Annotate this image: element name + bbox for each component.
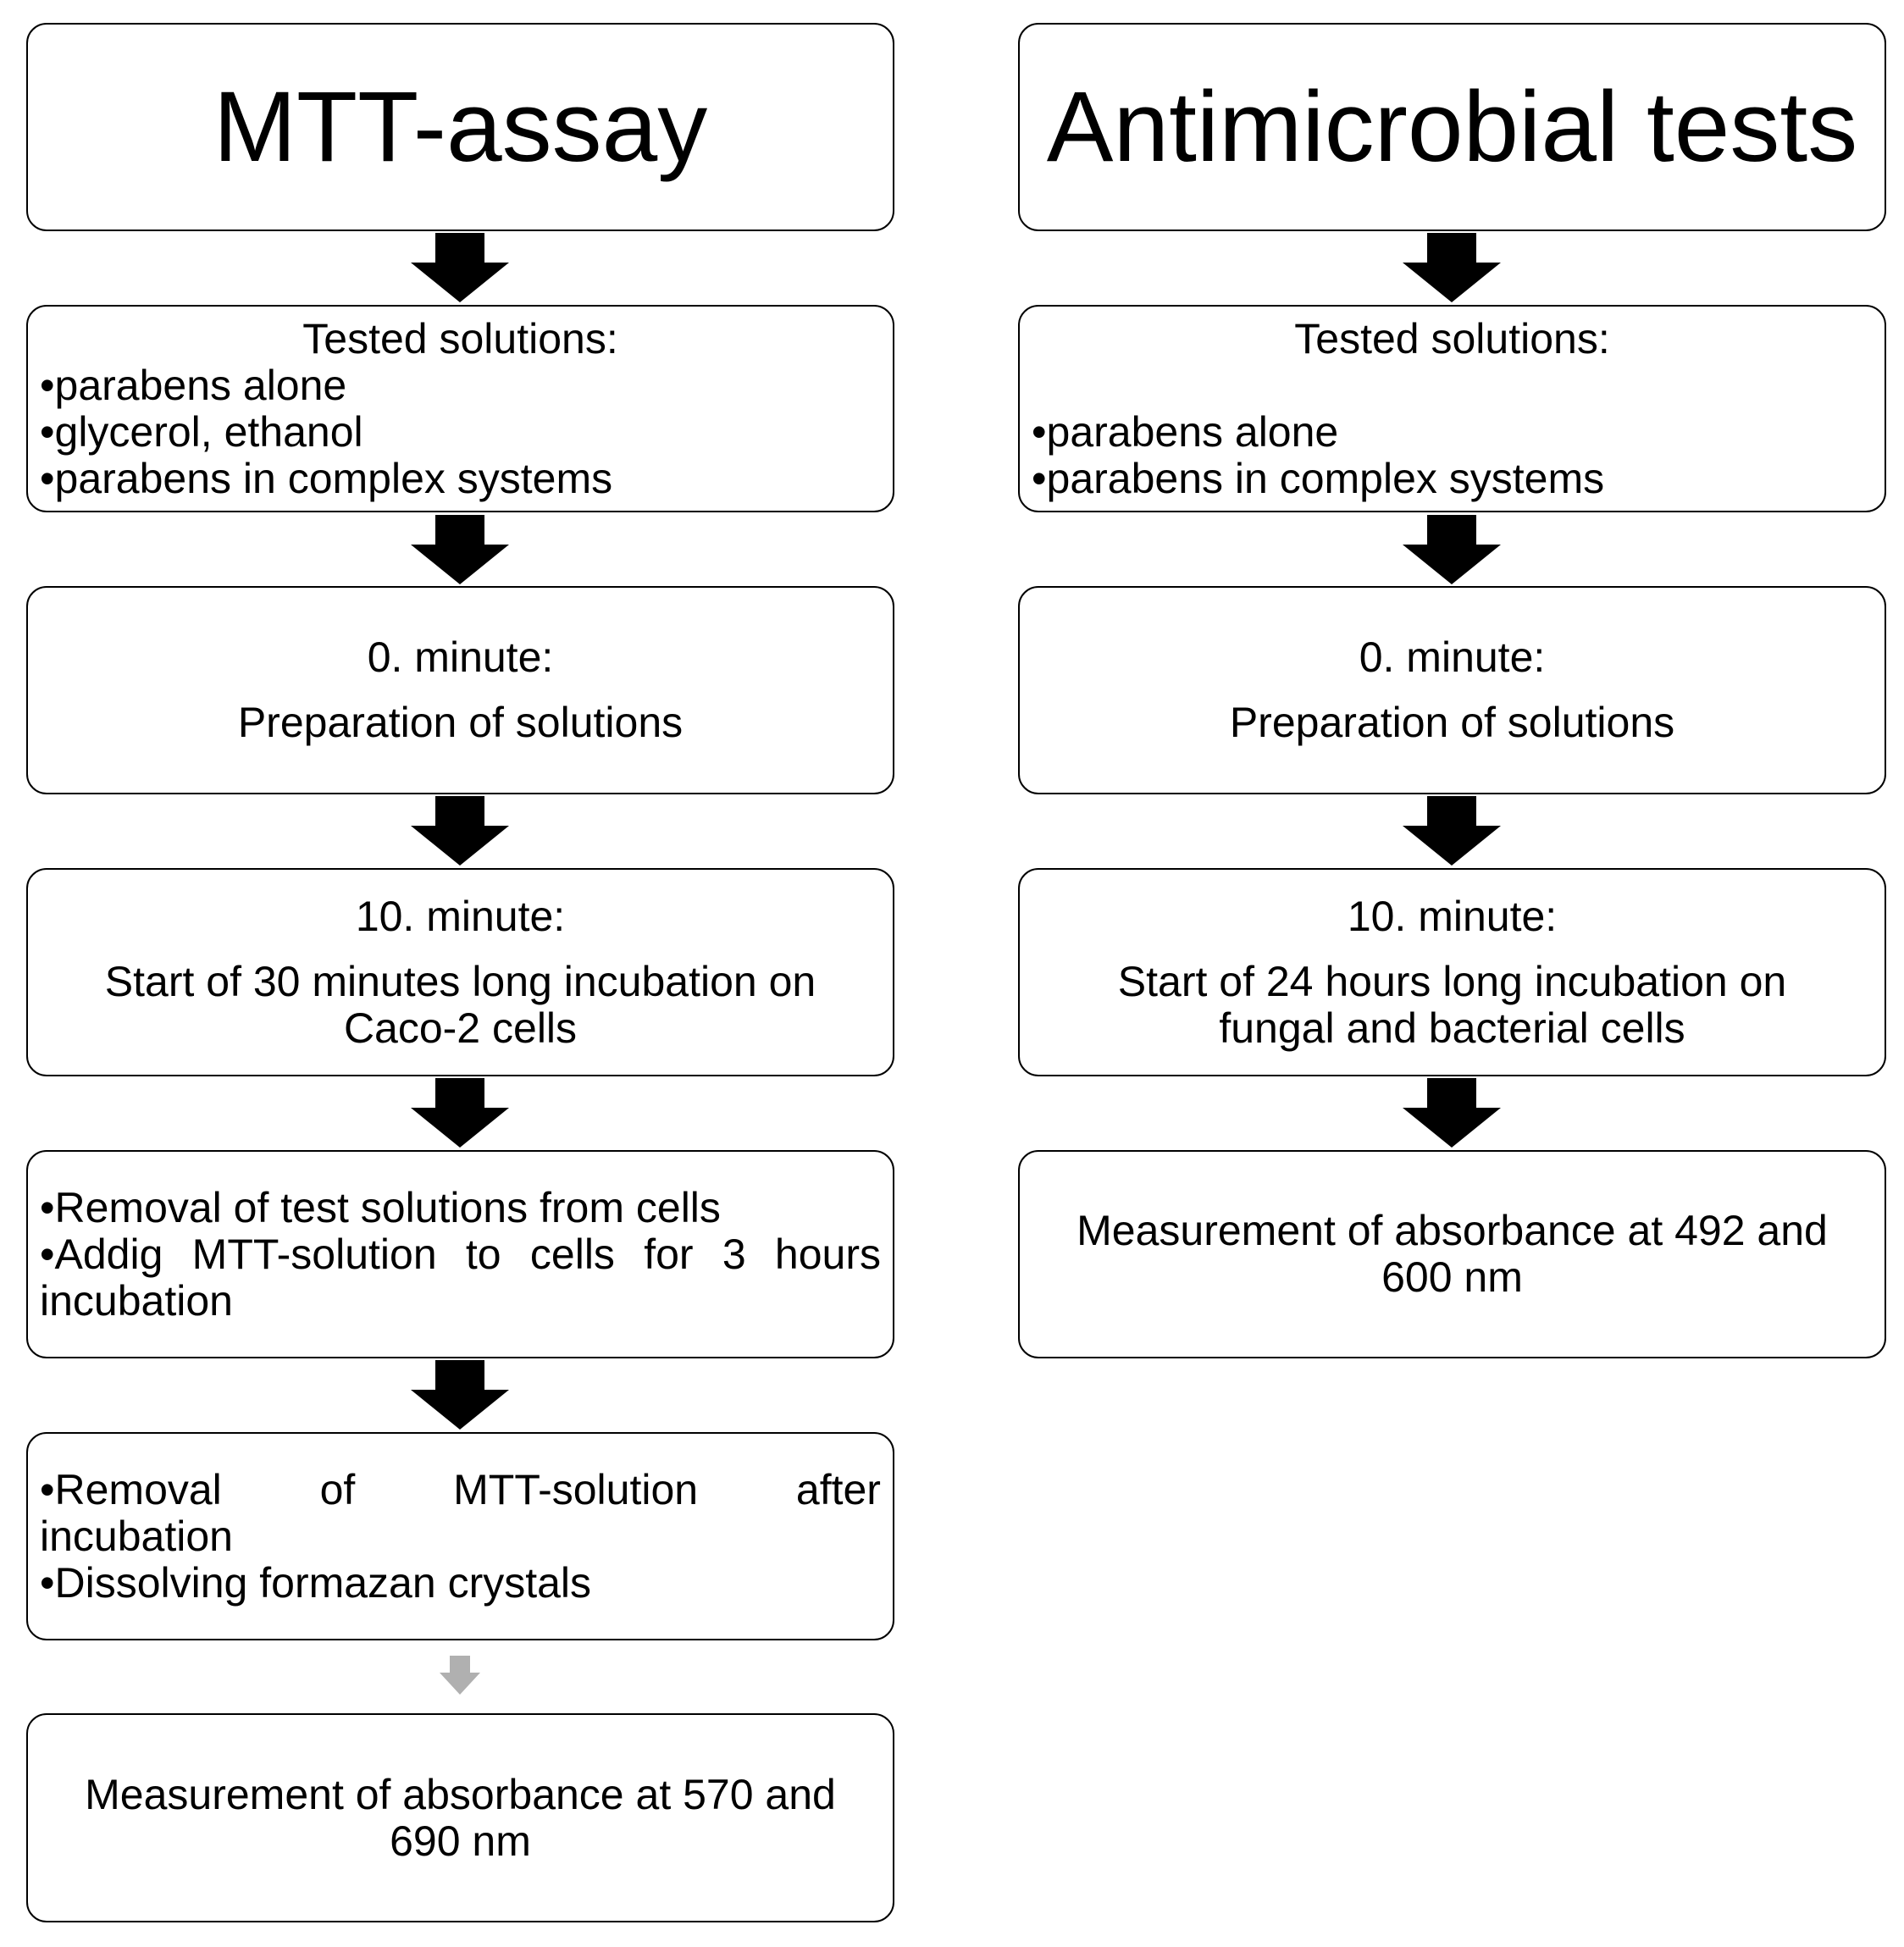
down-arrow-icon (1403, 515, 1501, 584)
left-tested-item: •glycerol, ethanol (40, 407, 363, 456)
right-step10-box: 10. minute: Start of 24 hours long incub… (1018, 868, 1886, 1076)
right-step0-box: 0. minute: Preparation of solutions (1018, 586, 1886, 794)
left-tested-item: •parabens in complex systems (40, 454, 613, 502)
mtt-assay-title: MTT-assay (213, 71, 708, 183)
left-removal-box: •Removal of test solutions from cells •A… (26, 1150, 894, 1358)
right-measurement-line1: Measurement of absorbance at 492 and (1077, 1207, 1828, 1254)
left-step10-text-line2: Caco-2 cells (343, 1004, 578, 1052)
left-removal-item2-line1: •Addig MTT-solution to cells for 3 hours (40, 1230, 881, 1278)
left-tested-item: •parabens alone (40, 361, 347, 409)
down-arrow-icon (1403, 796, 1501, 866)
right-step0-text: Preparation of solutions (1229, 699, 1675, 746)
left-step10-text-line1: Start of 30 minutes long incubation on (104, 957, 816, 1005)
right-tested-item: •parabens alone (1032, 407, 1339, 456)
left-measurement-box: Measurement of absorbance at 570 and 690… (26, 1713, 894, 1922)
left-formazan-item2: •Dissolving formazan crystals (40, 1558, 592, 1607)
left-formazan-item1-line1: •Removal of MTT-solution after (40, 1465, 881, 1513)
left-step0-text: Preparation of solutions (237, 699, 684, 746)
formazan-word: •Removal (40, 1465, 222, 1513)
left-step0-box: 0. minute: Preparation of solutions (26, 586, 894, 794)
mtt-assay-title-box: MTT-assay (26, 23, 894, 231)
down-arrow-icon (440, 1656, 480, 1695)
right-measurement-line2: 600 nm (1381, 1253, 1523, 1301)
left-step10-box: 10. minute: Start of 30 minutes long inc… (26, 868, 894, 1076)
right-step10-text-line2: fungal and bacterial cells (1219, 1004, 1685, 1052)
right-tested-solutions-box: Tested solutions: •parabens alone •parab… (1018, 305, 1886, 512)
formazan-word: after (795, 1465, 881, 1513)
down-arrow-icon (411, 515, 509, 584)
left-formazan-box: •Removal of MTT-solution after incubatio… (26, 1432, 894, 1640)
down-arrow-icon (1403, 1078, 1501, 1148)
left-measurement-line1: Measurement of absorbance at 570 and (85, 1770, 836, 1818)
left-formazan-item1-line2: incubation (40, 1512, 233, 1560)
left-tested-heading: Tested solutions: (302, 314, 618, 362)
down-arrow-icon (411, 1360, 509, 1430)
formazan-word: of (319, 1465, 356, 1513)
down-arrow-icon (411, 233, 509, 302)
left-step0-time: 0. minute: (367, 633, 554, 681)
down-arrow-icon (411, 1078, 509, 1148)
antimicrobial-title: Antimicrobial tests (1046, 71, 1858, 183)
left-measurement-line2: 690 nm (390, 1817, 531, 1865)
antimicrobial-title-box: Antimicrobial tests (1018, 23, 1886, 231)
right-step10-text-line1: Start of 24 hours long incubation on (1117, 957, 1787, 1005)
right-step0-time: 0. minute: (1359, 633, 1546, 681)
left-tested-solutions-box: Tested solutions: •parabens alone •glyce… (26, 305, 894, 512)
left-removal-item2-line2: incubation (40, 1276, 233, 1325)
formazan-word: MTT-solution (453, 1465, 699, 1513)
left-step10-time: 10. minute: (355, 892, 566, 940)
down-arrow-icon (1403, 233, 1501, 302)
right-tested-heading: Tested solutions: (1294, 314, 1610, 362)
right-tested-item: •parabens in complex systems (1032, 454, 1605, 502)
right-step10-time: 10. minute: (1347, 892, 1558, 940)
down-arrow-icon (411, 796, 509, 866)
left-removal-item1: •Removal of test solutions from cells (40, 1183, 721, 1231)
right-measurement-box: Measurement of absorbance at 492 and 600… (1018, 1150, 1886, 1358)
